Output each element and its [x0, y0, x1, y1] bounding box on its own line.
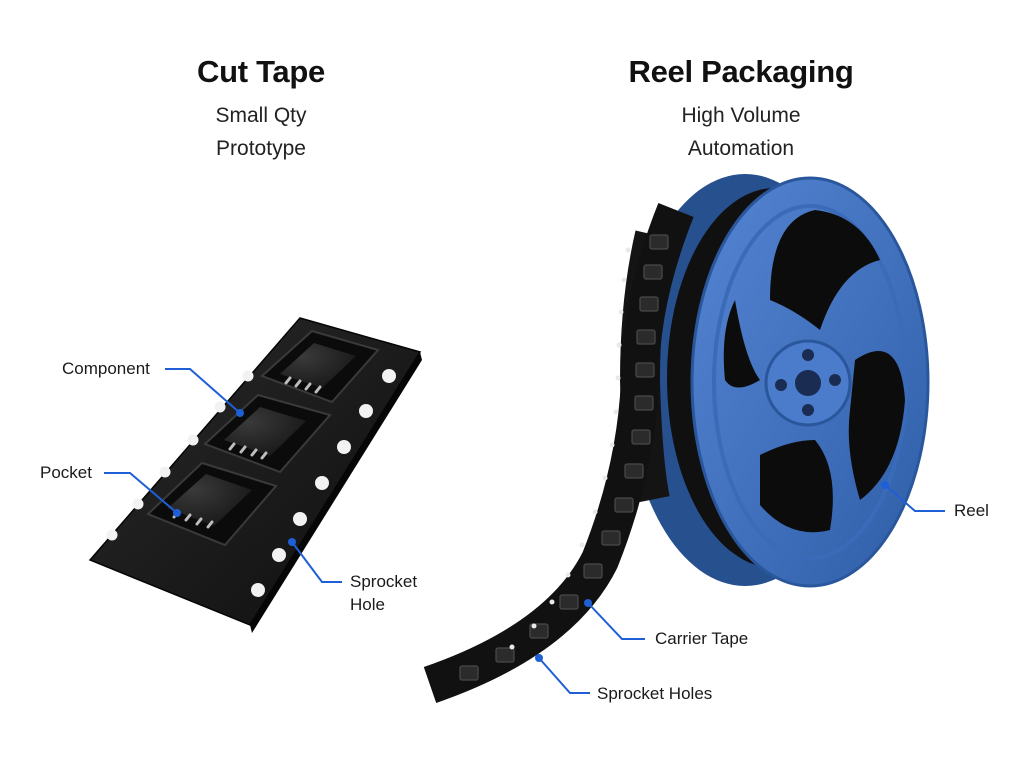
label-sprocket-holes: Sprocket Holes [597, 682, 712, 706]
label-sprocket-hole-line1: Sprocket [350, 570, 417, 594]
label-pocket: Pocket [40, 461, 92, 485]
label-reel: Reel [954, 499, 989, 523]
label-carrier-tape: Carrier Tape [655, 627, 748, 651]
label-component: Component [62, 357, 150, 381]
carrier-tape [430, 210, 676, 685]
label-sprocket-hole-line2: Hole [350, 593, 385, 617]
